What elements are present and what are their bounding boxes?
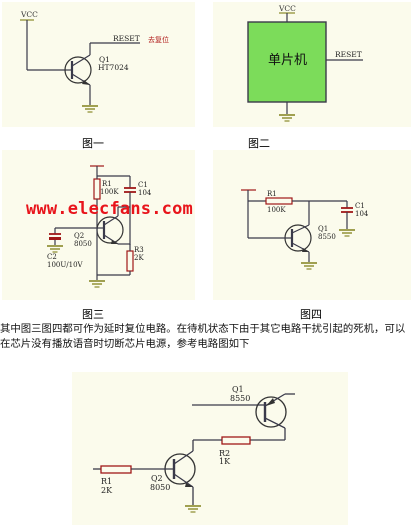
fig1-q1-ref: Q1 (99, 55, 110, 64)
fig2-vcc-label: VCC (278, 4, 296, 13)
figure-3-schematic (46, 165, 136, 288)
figure-5-schematic (93, 393, 295, 513)
fig5-r2-ref: R2 (219, 449, 230, 458)
fig3-r3-ref: R3 (134, 246, 144, 254)
figure-1-caption: 图一 (82, 137, 104, 150)
fig2-reset-label: RESET (335, 50, 362, 59)
fig4-q1-part: 8550 (318, 233, 336, 241)
description-text: 其中图三图四都可作为延时复位电路。在待机状态下由于其它电路干扰引起的死机，可以在… (0, 323, 406, 350)
figure-2-schematic (247, 12, 363, 122)
fig5-r2-value: 1K (219, 457, 231, 466)
fig3-q2-ref: Q2 (74, 232, 84, 240)
fig5-r1-ref: R1 (101, 477, 112, 486)
figure-1-schematic (20, 19, 140, 113)
fig3-r1-value: 100K (100, 188, 119, 196)
fig4-c1-ref: C1 (355, 202, 365, 210)
figure-4-panel (213, 150, 411, 300)
figure-2-caption: 图二 (248, 137, 270, 150)
fig2-chip-label: 单片机 (268, 53, 307, 68)
figure-4-caption: 图四 (300, 308, 322, 321)
figure-3-caption: 图三 (82, 308, 104, 321)
fig4-c1-value: 104 (355, 210, 369, 218)
fig1-q1-part: HT7024 (98, 63, 129, 72)
fig3-c2-value: 100U/10V (47, 261, 84, 269)
fig4-q1-ref: Q1 (318, 225, 328, 233)
fig3-r3-value: 2K (134, 254, 144, 262)
fig5-q2-ref: Q2 (151, 474, 163, 483)
fig5-q2-part: 8050 (150, 483, 170, 492)
fig4-r1-value: 100K (267, 206, 286, 214)
watermark: www.elecfans.com (26, 199, 193, 219)
fig3-c2-ref: C2 (47, 253, 57, 261)
fig5-q1-part: 8550 (230, 394, 250, 403)
fig4-r1-ref: R1 (267, 190, 277, 198)
figure-1-panel (2, 2, 195, 127)
fig5-r1-value: 2K (101, 486, 113, 495)
figure-5-panel (72, 372, 348, 525)
fig5-q1-ref: Q1 (232, 385, 244, 394)
figure-4-schematic (241, 189, 356, 270)
fig3-q2-part: 8050 (74, 240, 92, 248)
fig1-reset-note: 去复位 (148, 35, 169, 44)
fig1-reset-label: RESET (113, 34, 140, 43)
fig3-c1-ref: C1 (138, 181, 148, 189)
fig1-vcc-label: VCC (20, 10, 38, 19)
fig3-r1-ref: R1 (102, 180, 112, 188)
fig3-c1-value: 104 (138, 189, 152, 197)
